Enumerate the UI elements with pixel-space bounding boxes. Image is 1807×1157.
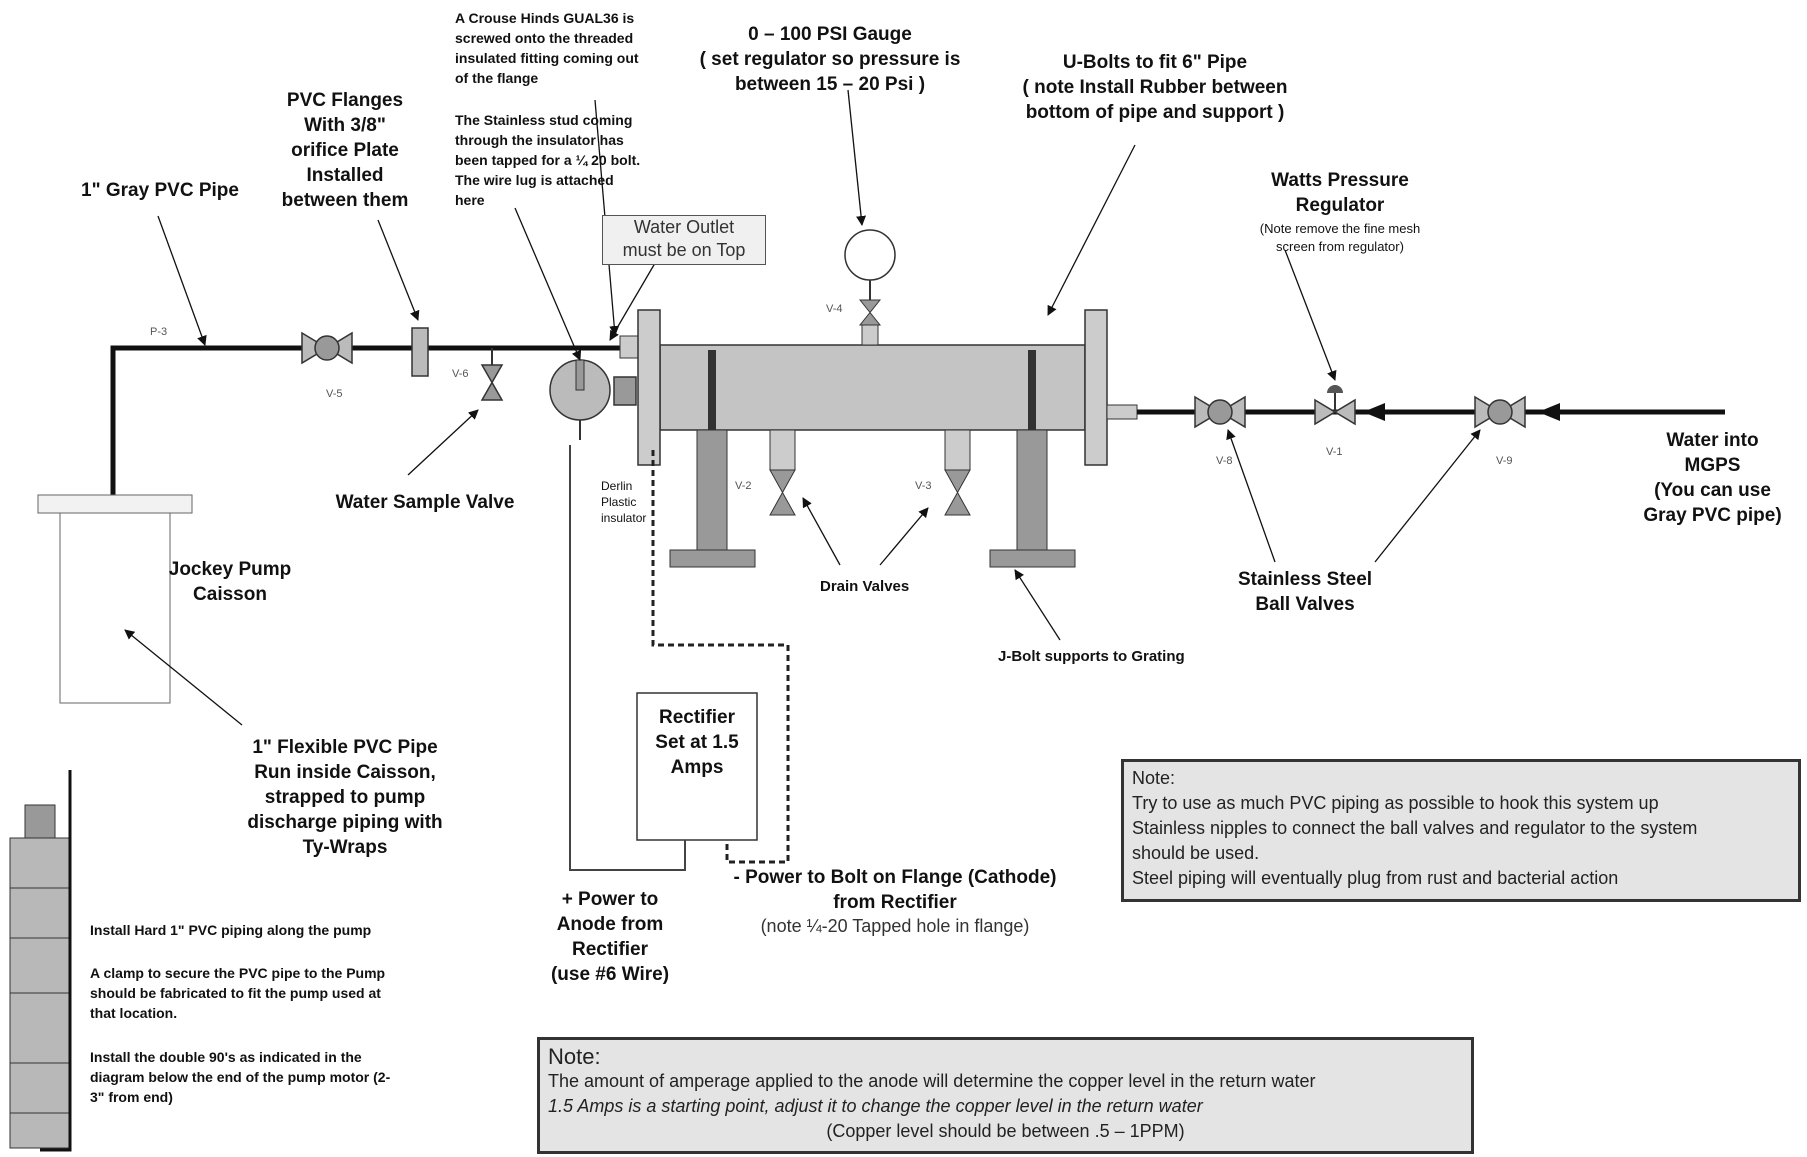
ball-valve-v9 bbox=[1474, 395, 1526, 429]
tag-v2: V-2 bbox=[735, 480, 752, 492]
negative-wire bbox=[651, 450, 790, 864]
jockey-pump-label: Jockey Pump Caisson bbox=[168, 559, 292, 605]
pvc-flanges bbox=[411, 327, 429, 377]
install-hard-label: Install Hard 1" PVC piping along the pum… bbox=[90, 922, 372, 938]
tag-v9: V-9 bbox=[1496, 455, 1513, 467]
j-bolt-supports bbox=[669, 429, 1076, 568]
rectifier-label: Rectifier Set at 1.5 Amps bbox=[655, 707, 739, 778]
ubolts-label: U-Bolts to fit 6" Pipe ( note Install Ru… bbox=[1022, 52, 1288, 123]
u-bolts bbox=[708, 350, 1036, 445]
note-amperage-title: Note: bbox=[548, 1044, 601, 1069]
tag-v5: V-5 bbox=[326, 388, 343, 400]
note-piping-title: Note: bbox=[1132, 768, 1176, 788]
water-outlet-label: Water Outlet must be on Top bbox=[602, 215, 766, 265]
water-sample-valve-v6 bbox=[480, 348, 504, 401]
positive-wire bbox=[569, 445, 686, 871]
minus-power-note: (note ¼-20 Tapped hole in flange) bbox=[760, 916, 1030, 936]
note-piping: Note: Try to use as much PVC piping as p… bbox=[1121, 759, 1801, 902]
tag-p3: P-3 bbox=[150, 326, 168, 338]
mgps-header bbox=[637, 309, 1108, 466]
clamp-label: A clamp to secure the PVC pipe to the Pu… bbox=[90, 965, 386, 1021]
ball-valves-label: Stainless Steel Ball Valves bbox=[1237, 569, 1373, 615]
pressure-gauge bbox=[844, 229, 896, 346]
annotation-arrows bbox=[124, 89, 1481, 726]
flexible-pvc-label: 1" Flexible PVC Pipe Run inside Caisson,… bbox=[247, 737, 443, 858]
pvc-flanges-label: PVC Flanges With 3/8" orifice Plate Inst… bbox=[281, 90, 409, 211]
note-amperage: Note: The amount of amperage applied to … bbox=[537, 1037, 1474, 1154]
water-into-label: Water into MGPS (You can use Gray PVC pi… bbox=[1643, 430, 1782, 526]
watts-regulator-v1 bbox=[1314, 385, 1356, 426]
stainless-stud-label: The Stainless stud coming through the in… bbox=[455, 112, 641, 208]
water-outlet-nipple bbox=[619, 335, 641, 359]
crouse-hinds-label: A Crouse Hinds GUAL36 is screwed onto th… bbox=[455, 10, 639, 86]
ball-valve-v5 bbox=[301, 331, 353, 365]
drain-valve-v2 bbox=[769, 429, 796, 516]
drain-valve-v3 bbox=[944, 429, 971, 516]
rectifier-box bbox=[636, 692, 758, 841]
tag-v8: V-8 bbox=[1216, 455, 1233, 467]
double90-label: Install the double 90's as indicated in … bbox=[90, 1049, 391, 1105]
jbolt-label: J-Bolt supports to Grating bbox=[998, 648, 1185, 665]
ball-valve-v8 bbox=[1194, 395, 1246, 429]
delrin-label: Derlin Plastic insulator bbox=[601, 479, 647, 525]
water-sample-label: Water Sample Valve bbox=[335, 492, 515, 513]
gauge-label: 0 – 100 PSI Gauge ( set regulator so pre… bbox=[699, 24, 961, 95]
tag-v6: V-6 bbox=[452, 368, 469, 380]
gray-pvc-label: 1" Gray PVC Pipe bbox=[81, 180, 239, 201]
tag-v4: V-4 bbox=[826, 303, 843, 315]
tag-v1: V-1 bbox=[1326, 446, 1343, 458]
drain-valves-label: Drain Valves bbox=[820, 578, 910, 595]
tag-v3: V-3 bbox=[915, 480, 932, 492]
plus-power-label: + Power to Anode from Rectifier (use #6 … bbox=[550, 889, 670, 985]
pump-assembly bbox=[9, 770, 72, 1152]
watts-regulator-note: (Note remove the fine mesh screen from r… bbox=[1259, 221, 1421, 254]
jockey-pump-caisson bbox=[37, 494, 193, 704]
delrin-insulator bbox=[613, 376, 637, 406]
watts-regulator-label: Watts Pressure Regulator bbox=[1271, 170, 1409, 216]
gual36-fitting bbox=[549, 359, 611, 440]
minus-power-label: - Power to Bolt on Flange (Cathode) from… bbox=[733, 867, 1057, 913]
